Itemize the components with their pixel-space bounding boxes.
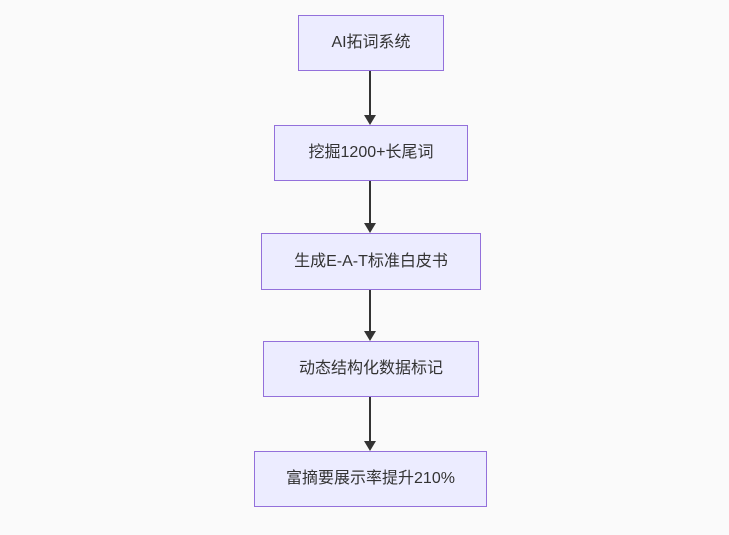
arrow-head-icon (364, 331, 376, 341)
arrow-head-icon (364, 441, 376, 451)
flow-node-label: 挖掘1200+长尾词 (308, 144, 434, 161)
arrow-line (369, 181, 371, 223)
flow-node-structured-data-markup: 动态结构化数据标记 (263, 341, 479, 397)
arrow-head-icon (364, 115, 376, 125)
arrow-line (369, 290, 371, 331)
flow-node-longtail-mining: 挖掘1200+长尾词 (274, 125, 468, 181)
flow-node-label: AI拓词系统 (331, 34, 411, 51)
arrow-head-icon (364, 223, 376, 233)
flow-arrow-3 (364, 290, 376, 341)
flow-arrow-1 (364, 71, 376, 125)
flow-node-ai-keyword-system: AI拓词系统 (298, 15, 444, 71)
arrow-line (369, 397, 371, 441)
flow-arrow-2 (364, 181, 376, 233)
flow-node-rich-snippet-uplift: 富摘要展示率提升210% (254, 451, 487, 507)
flow-node-label: 富摘要展示率提升210% (286, 470, 455, 487)
flow-node-label: 生成E-A-T标准白皮书 (294, 252, 448, 270)
flow-arrow-4 (364, 397, 376, 451)
flow-node-eat-whitepaper: 生成E-A-T标准白皮书 (261, 233, 481, 290)
flow-node-label: 动态结构化数据标记 (298, 360, 443, 377)
arrow-line (369, 71, 371, 115)
